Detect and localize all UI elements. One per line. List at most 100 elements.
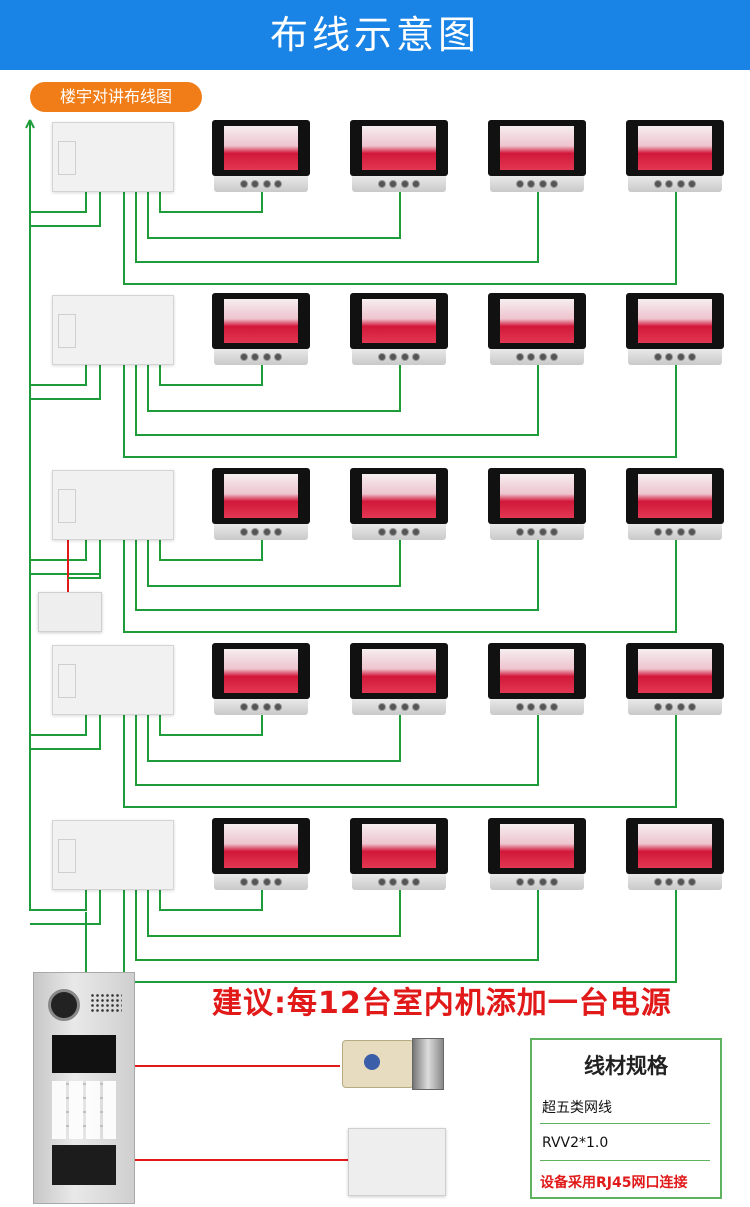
monitor-base [490,524,584,540]
monitor-screen [638,474,712,518]
indoor-monitor [212,293,310,365]
monitor-base [490,699,584,715]
indoor-monitor [350,818,448,890]
monitor-screen [362,474,436,518]
distributor-panel [58,839,76,873]
monitor-buttons [378,353,420,361]
page-title: 布线示意图 [0,0,750,70]
monitor-screen [500,824,574,868]
indoor-monitor [350,293,448,365]
indoor-monitor [350,120,448,192]
door-power-supply [348,1128,446,1196]
indoor-monitor [626,293,724,365]
monitor-base [214,524,308,540]
distributor [52,820,174,890]
monitor-buttons [378,878,420,886]
door-station [33,972,135,1204]
indoor-monitor [488,468,586,540]
cable-spec-box: 线材规格 超五类网线 RVV2*1.0 设备采用RJ45网口连接 [530,1038,722,1199]
monitor-screen [362,126,436,170]
monitor-buttons [516,528,558,536]
distributor [52,295,174,365]
monitor-buttons [240,878,282,886]
monitor-base [628,176,722,192]
door-station-display [52,1035,116,1073]
indoor-monitor [212,818,310,890]
monitor-screen [638,126,712,170]
monitor-base [628,349,722,365]
monitor-screen [224,299,298,343]
monitor-base [490,349,584,365]
monitor-screen [224,824,298,868]
distributor-panel [58,489,76,523]
indoor-monitor [626,643,724,715]
camera-icon [48,989,80,1021]
distributor [52,122,174,192]
lock-bolt [412,1038,444,1090]
monitor-base [352,524,446,540]
indoor-monitor [212,643,310,715]
keyhole-icon [364,1054,380,1070]
indoor-monitor [212,120,310,192]
monitor-screen [224,474,298,518]
monitor-base [214,699,308,715]
monitor-base [214,349,308,365]
monitor-buttons [378,703,420,711]
monitor-screen [224,126,298,170]
monitor-buttons [378,528,420,536]
monitor-buttons [240,703,282,711]
indoor-monitor [488,818,586,890]
monitor-base [214,874,308,890]
card-reader [52,1145,116,1185]
monitor-screen [362,649,436,693]
monitor-buttons [516,180,558,188]
spec-note: 设备采用RJ45网口连接 [540,1175,688,1191]
keypad [52,1081,116,1139]
electric-lock [332,1032,447,1094]
section-tag: 楼宇对讲布线图 [30,82,202,112]
indoor-monitor [626,818,724,890]
monitor-screen [638,649,712,693]
monitor-buttons [654,353,696,361]
monitor-buttons [516,703,558,711]
monitor-buttons [240,528,282,536]
indoor-monitor [488,120,586,192]
monitor-buttons [654,528,696,536]
power-advice: 建议:每12台室内机添加一台电源 [212,986,672,1021]
monitor-screen [362,299,436,343]
monitor-screen [224,649,298,693]
spec-divider [540,1160,710,1161]
distributor-panel [58,141,76,175]
monitor-base [352,874,446,890]
monitor-base [628,524,722,540]
spec-divider [540,1123,710,1124]
distributor-panel [58,314,76,348]
monitor-screen [638,299,712,343]
monitor-screen [362,824,436,868]
indoor-monitor [626,468,724,540]
monitor-buttons [516,878,558,886]
monitor-base [352,699,446,715]
distributor [52,645,174,715]
monitor-base [352,349,446,365]
speaker-grille [90,993,122,1013]
monitor-screen [500,126,574,170]
indoor-monitor [488,293,586,365]
monitor-buttons [378,180,420,188]
monitor-buttons [654,180,696,188]
monitor-screen [638,824,712,868]
indoor-monitor [212,468,310,540]
indoor-monitor [350,643,448,715]
spec-row-rvv: RVV2*1.0 [542,1135,609,1151]
indoor-monitor [626,120,724,192]
monitor-buttons [240,180,282,188]
monitor-screen [500,299,574,343]
distributor-panel [58,664,76,698]
distributor [52,470,174,540]
monitor-buttons [516,353,558,361]
monitor-buttons [654,878,696,886]
monitor-buttons [240,353,282,361]
spec-row-cat5e: 超五类网线 [542,1100,612,1116]
indoor-monitor [350,468,448,540]
